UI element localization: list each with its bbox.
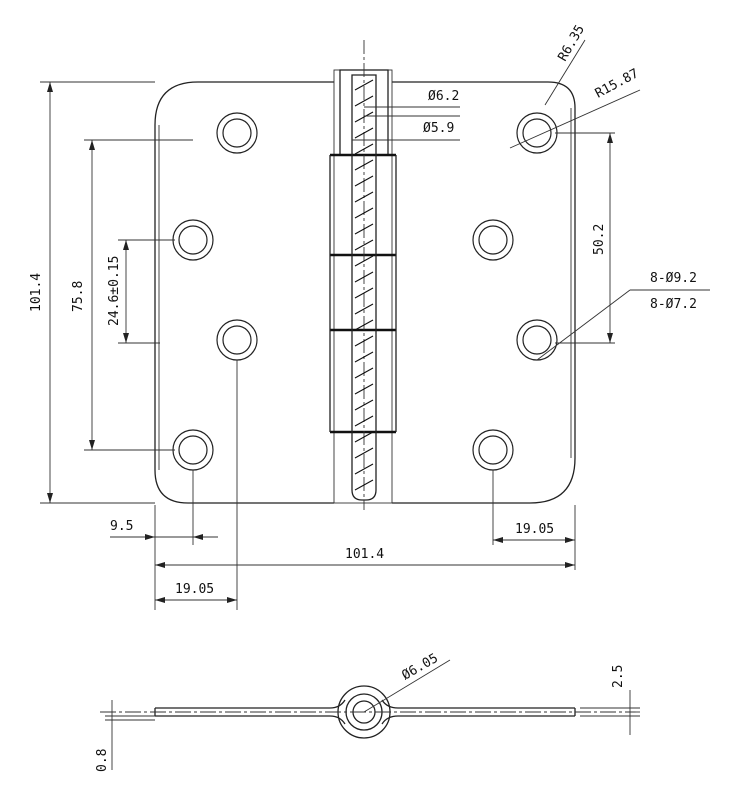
right-leaf-outline (392, 81, 576, 504)
hatch-line (354, 95, 374, 107)
hatch-line (354, 303, 374, 315)
edge-offset-label: 9.5 (110, 519, 133, 534)
hole-right-1 (516, 112, 558, 154)
hole-right-4 (472, 429, 514, 471)
plate-thickness-label: 0.8 (95, 749, 110, 772)
hatch-line (354, 367, 374, 379)
hole-left-2 (172, 219, 214, 261)
hatch-line (354, 447, 374, 459)
radius-large-label: R15.87 (593, 66, 642, 101)
front-view (154, 40, 576, 510)
pin-inner-diameter-label: Ø5.9 (423, 121, 454, 136)
pin-hatching (354, 79, 374, 491)
hatch-line (354, 239, 374, 251)
mounting-holes (172, 112, 558, 471)
left-leaf-outline (154, 81, 334, 504)
hatch-line (354, 335, 374, 347)
hole-span-label: 75.8 (71, 281, 86, 312)
hatch-line (354, 319, 374, 331)
overall-width-label: 101.4 (345, 547, 384, 562)
left-hole-offset-label: 19.05 (175, 582, 214, 597)
hole-tolerance-label: 24.6±0.15 (107, 256, 122, 326)
hole-right-2 (472, 219, 514, 261)
dimension-arrows (47, 82, 613, 603)
hatch-line (354, 463, 374, 475)
hatch-line (354, 191, 374, 203)
overall-height-label: 101.4 (29, 273, 44, 312)
hole-left-1 (216, 112, 258, 154)
leaf-thickness-label: 2.5 (611, 665, 626, 688)
hatch-line (354, 351, 374, 363)
hatch-line (354, 287, 374, 299)
knuckle-diameter-label: Ø6.05 (400, 651, 441, 684)
hole-left-4 (172, 429, 214, 471)
hole-callout-1: 8-Ø9.2 (650, 271, 697, 286)
hatch-line (354, 175, 374, 187)
dimension-lines (40, 39, 710, 610)
hatch-line (354, 223, 374, 235)
hatch-line (354, 479, 374, 491)
hole-right-3 (516, 319, 558, 361)
hatch-line (354, 255, 374, 267)
hinge-barrel (329, 40, 397, 510)
pin-outer-diameter-label: Ø6.2 (428, 89, 459, 104)
right-spacing-label: 50.2 (592, 224, 607, 255)
hatch-line (354, 111, 374, 123)
hatch-line (354, 415, 374, 427)
hatch-line (354, 399, 374, 411)
side-view: Ø6.05 2.5 0.8 (95, 651, 640, 772)
hatch-line (354, 127, 374, 139)
hole-callout-2: 8-Ø7.2 (650, 297, 697, 312)
hatch-line (354, 383, 374, 395)
hatch-line (354, 271, 374, 283)
hatch-line (354, 159, 374, 171)
hatch-line (354, 79, 374, 91)
hatch-line (354, 143, 374, 155)
hatch-line (354, 207, 374, 219)
hole-left-3 (216, 319, 258, 361)
hatch-line (354, 431, 374, 443)
right-hole-offset-label: 19.05 (515, 522, 554, 537)
